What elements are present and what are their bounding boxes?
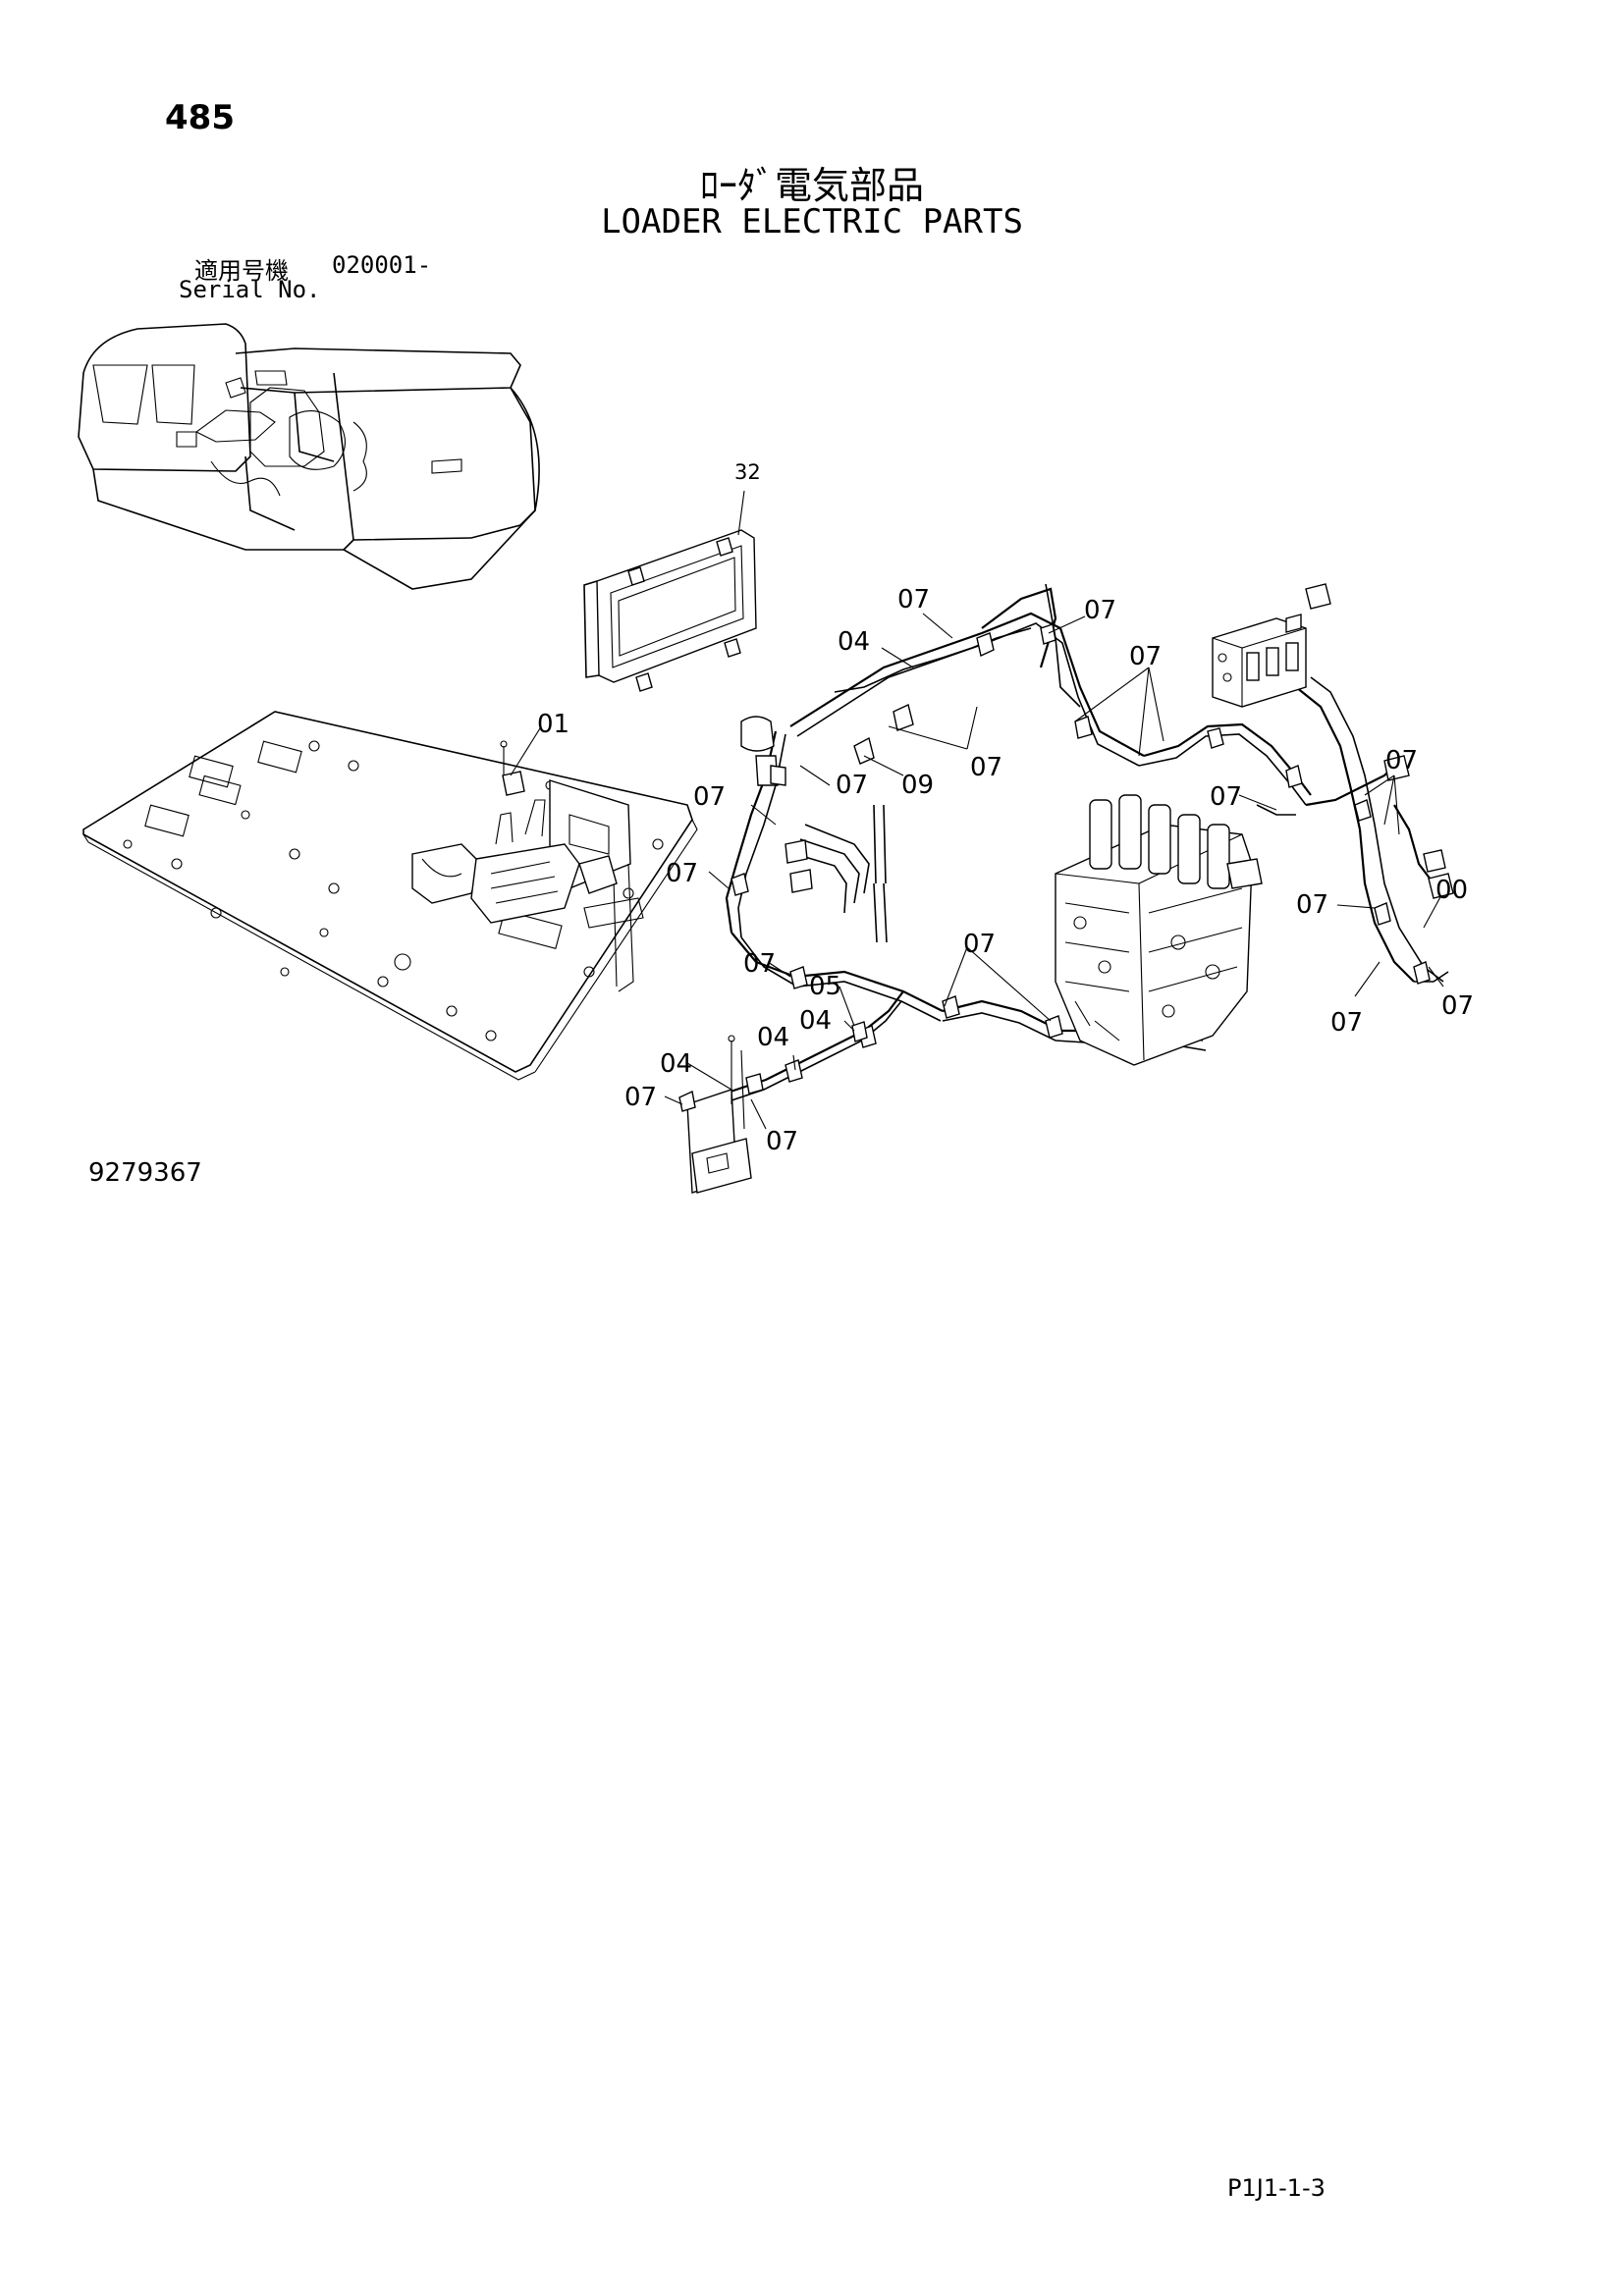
callout-32: 32 [734, 460, 761, 484]
wire-harness [706, 583, 1454, 1110]
title-english: LOADER ELECTRIC PARTS [601, 202, 1023, 241]
callout-07-j: 07 [1296, 890, 1328, 920]
serial-label-english: Serial No. [179, 276, 321, 303]
callout-07-b: 07 [1084, 596, 1116, 625]
callout-07-k: 07 [743, 949, 776, 979]
solenoid-valve-block [1212, 614, 1307, 708]
callout-07-i: 07 [666, 859, 698, 888]
callout-07-n: 07 [1441, 991, 1474, 1021]
callout-09: 09 [901, 771, 934, 800]
serial-number-value: 020001- [332, 251, 432, 279]
callout-07-g: 07 [693, 782, 726, 812]
controller-unit [583, 490, 757, 692]
callout-04-b: 04 [799, 1006, 832, 1036]
callout-leader-lines [510, 613, 1444, 1130]
callout-07-p: 07 [766, 1127, 798, 1156]
callout-07-f: 07 [1385, 746, 1418, 775]
callout-04-a: 04 [838, 627, 870, 657]
excavator-overview-illustration [78, 323, 540, 590]
callout-05: 05 [809, 972, 841, 1001]
callout-01: 01 [537, 710, 569, 739]
title-japanese: ﾛｰﾀﾞ電気部品 [699, 164, 924, 207]
callout-07-l: 07 [963, 930, 996, 959]
page-number: 485 [165, 98, 235, 137]
callout-07-c: 07 [1129, 642, 1162, 671]
callout-07-d: 07 [836, 771, 868, 800]
callout-07-h: 07 [1210, 782, 1242, 812]
lower-mounting-bracket [678, 1021, 868, 1194]
page-code: P1J1-1-3 [1227, 2174, 1326, 2202]
callout-04-c: 04 [757, 1023, 789, 1052]
callout-07-o: 07 [624, 1083, 657, 1112]
callout-07-e: 07 [970, 753, 1002, 782]
floor-plate [82, 711, 698, 1081]
callout-04-d: 04 [660, 1049, 692, 1079]
callout-07-a: 07 [897, 585, 930, 614]
drawing-number: 9279367 [88, 1158, 202, 1188]
callout-labels: 32 07 07 04 07 01 07 09 07 07 07 07 07 0… [537, 460, 1474, 1156]
serial-label-japanese: 適用号機 [194, 257, 289, 285]
control-valve [1055, 794, 1263, 1066]
callout-07-m: 07 [1330, 1008, 1363, 1038]
callout-00: 00 [1435, 876, 1468, 905]
